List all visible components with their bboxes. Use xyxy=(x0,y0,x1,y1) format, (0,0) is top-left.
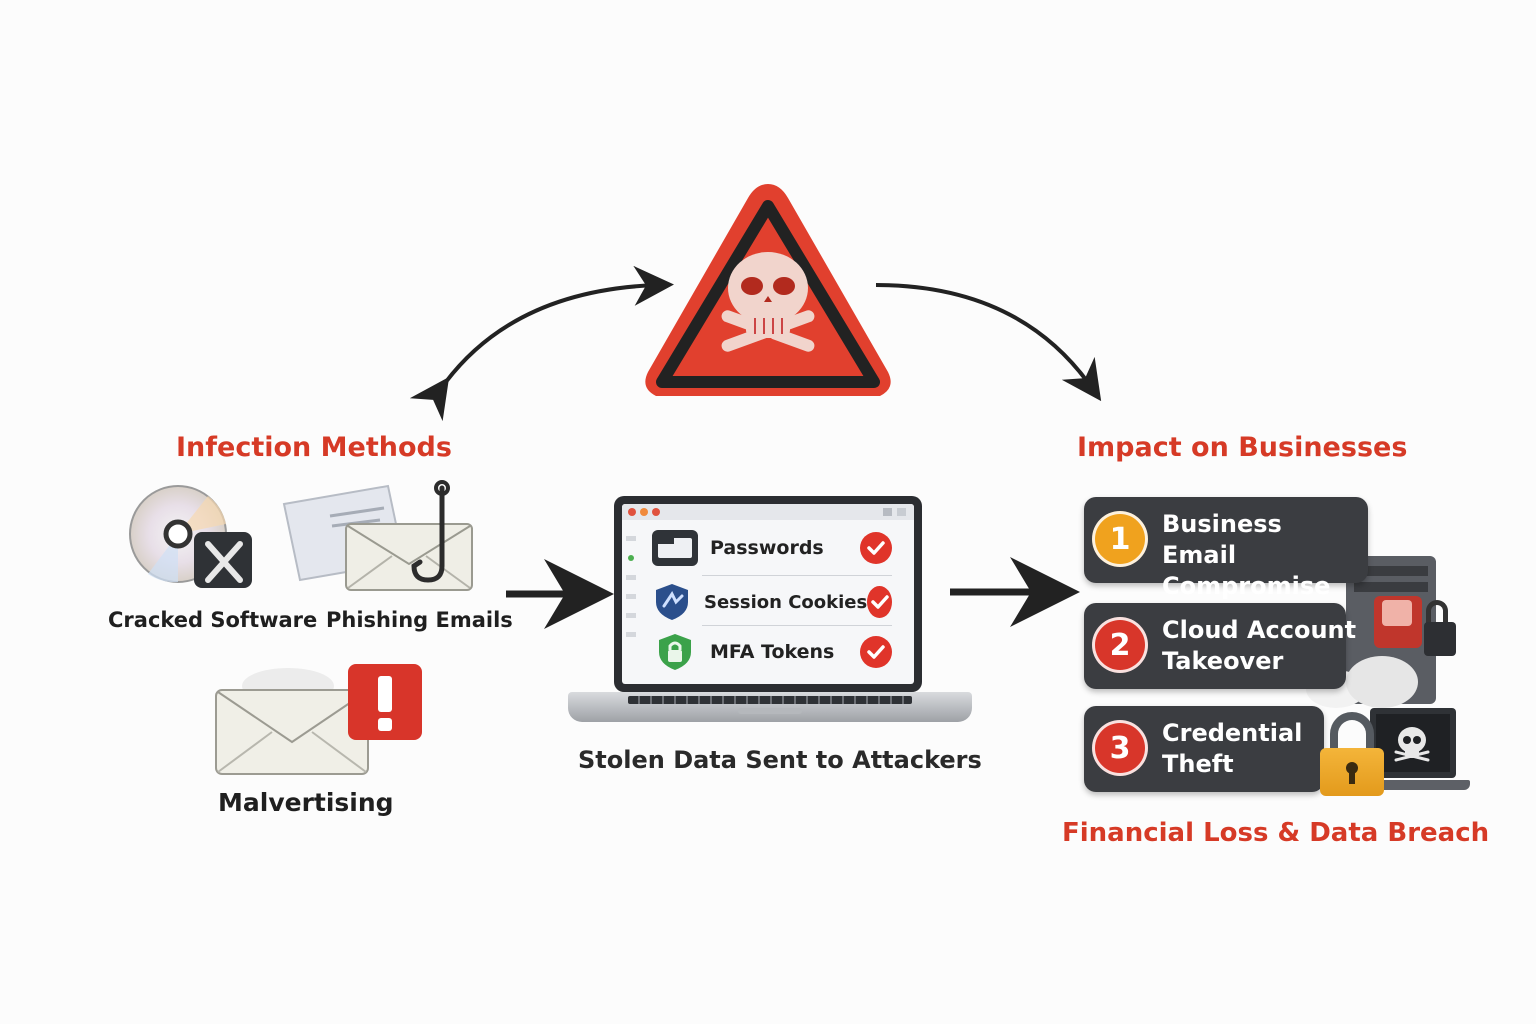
malvertising-envelope-icon xyxy=(215,664,422,775)
impact-card-3: 3 Credential Theft xyxy=(1084,706,1324,792)
laptop-screen: Passwords Session Cookies xyxy=(614,496,922,692)
malvertising-label: Malvertising xyxy=(218,788,394,817)
curved-double-arrow xyxy=(409,265,674,422)
session-cookie-shield-icon xyxy=(652,584,692,620)
cracked-software-label: Cracked Software xyxy=(108,608,318,632)
stolen-item-session-cookies: Session Cookies xyxy=(652,580,892,624)
window-dot-orange xyxy=(640,508,648,516)
window-control-2 xyxy=(897,508,906,516)
browser-window: Passwords Session Cookies xyxy=(622,504,914,684)
browser-titlebar xyxy=(622,504,914,520)
cracked-disc-icon xyxy=(129,485,252,588)
impact-number-2: 2 xyxy=(1092,617,1148,673)
gold-padlock-icon xyxy=(1320,712,1384,796)
padlock-icon xyxy=(1424,600,1456,656)
check-icon xyxy=(860,636,892,668)
impact-number-3: 3 xyxy=(1092,720,1148,776)
skull-icon xyxy=(1394,727,1430,762)
impact-card-2: 2 Cloud Account Takeover xyxy=(1084,603,1356,689)
impact-number-1: 1 xyxy=(1092,511,1148,567)
window-dot-red xyxy=(628,508,636,516)
laptop-base xyxy=(568,692,972,722)
impact-card-1: 1 Business Email Compromise xyxy=(1084,497,1368,600)
stolen-data-caption: Stolen Data Sent to Attackers xyxy=(578,746,982,774)
passwords-label: Passwords xyxy=(710,537,824,559)
skull-warning-triangle-icon xyxy=(645,184,891,396)
phishing-envelope-icon xyxy=(282,480,473,591)
stolen-item-passwords: Passwords xyxy=(652,526,892,570)
mfa-lock-shield-icon xyxy=(652,634,698,670)
window-dot-red-2 xyxy=(652,508,660,516)
password-card-icon xyxy=(652,530,698,566)
impact-heading: Impact on Businesses xyxy=(1077,432,1408,463)
check-icon xyxy=(860,532,892,564)
session-cookies-label: Session Cookies xyxy=(704,591,868,613)
attacker-laptop-icon xyxy=(1364,708,1470,792)
impact-label-2: Cloud Account Takeover xyxy=(1162,616,1357,675)
impact-label-3: Credential Theft xyxy=(1162,719,1303,778)
window-control xyxy=(883,508,892,516)
laptop: Passwords Session Cookies xyxy=(568,496,972,732)
impact-label-1: Business Email Compromise xyxy=(1162,510,1331,600)
check-icon xyxy=(867,586,892,618)
infection-methods-heading: Infection Methods xyxy=(176,432,452,463)
browser-sidebar xyxy=(626,528,636,678)
mfa-tokens-label: MFA Tokens xyxy=(710,641,835,663)
curved-arrow-right xyxy=(875,283,1102,402)
phishing-emails-label: Phishing Emails xyxy=(326,608,513,632)
financial-loss-footer: Financial Loss & Data Breach xyxy=(1062,818,1490,848)
stolen-item-mfa-tokens: MFA Tokens xyxy=(652,630,892,674)
